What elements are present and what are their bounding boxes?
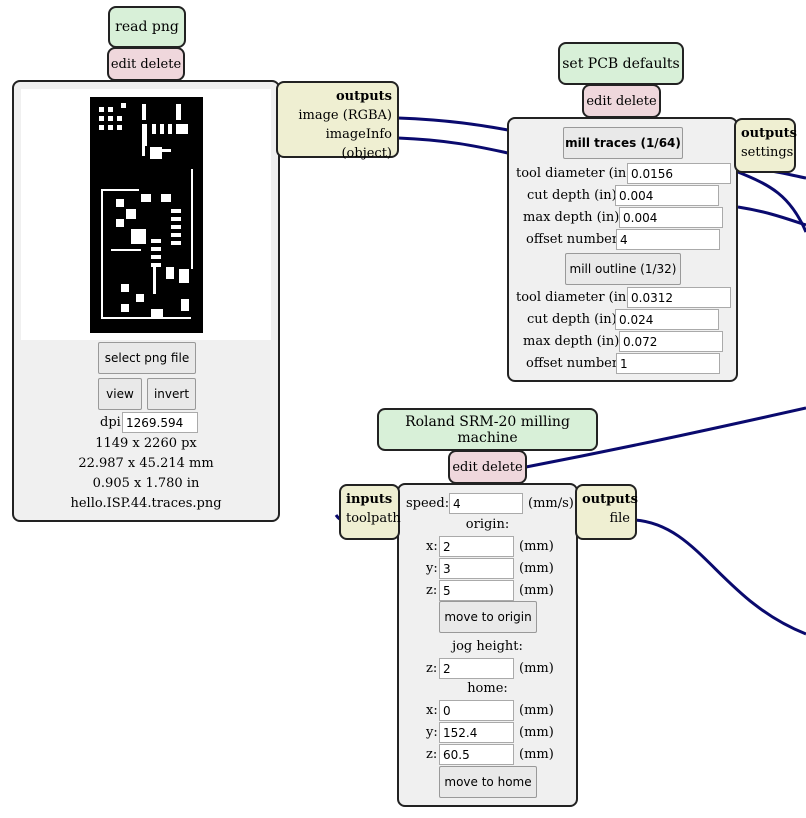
origin-y-label: y:: [426, 561, 438, 576]
pcb-defaults-edit-delete[interactable]: edit delete: [582, 84, 661, 118]
png-preview: [21, 89, 271, 340]
outline-offset-number-label: offset number:: [526, 356, 623, 371]
home-label: home:: [467, 681, 508, 696]
view-button[interactable]: view: [98, 378, 142, 410]
traces-cut-depth-input[interactable]: [615, 185, 719, 206]
edit-delete-link[interactable]: edit delete: [452, 459, 523, 475]
wire-settings-b: [737, 205, 806, 227]
pcb-traces-image: [90, 97, 203, 333]
output-settings[interactable]: settings: [741, 145, 794, 160]
output-imageinfo[interactable]: imageInfo (object): [325, 127, 392, 161]
read-png-edit-delete[interactable]: edit delete: [107, 47, 185, 81]
home-x-input[interactable]: [439, 700, 514, 721]
image-size-in: 0.905 x 1.780 in: [92, 476, 200, 491]
roland-edit-delete[interactable]: edit delete: [448, 450, 527, 484]
origin-z-unit: (mm): [519, 583, 554, 598]
outline-offset-number-input[interactable]: [616, 353, 720, 374]
home-z-unit: (mm): [519, 747, 554, 762]
home-z-label: z:: [426, 747, 438, 762]
home-x-label: x:: [426, 703, 438, 718]
traces-tool-diameter-label: tool diameter (in):: [516, 166, 636, 181]
wire-image-to-pcb: [397, 116, 509, 132]
traces-cut-depth-label: cut depth (in):: [527, 188, 622, 203]
output-file[interactable]: file: [609, 511, 630, 526]
jog-height-label: jog height:: [452, 639, 523, 654]
wire-settings-a: [737, 170, 806, 233]
input-toolpath[interactable]: toolpath: [346, 511, 401, 526]
inputs-heading: inputs: [346, 492, 393, 507]
outline-tool-diameter-label: tool diameter (in):: [516, 290, 636, 305]
dpi-label: dpi:: [100, 415, 126, 430]
jog-z-label: z:: [426, 661, 438, 676]
read-png-title[interactable]: read png: [108, 6, 186, 48]
traces-max-depth-label: max depth (in):: [523, 210, 624, 225]
roland-outputs: outputs file: [575, 484, 638, 540]
origin-z-label: z:: [426, 583, 438, 598]
wire-roland-edit: [525, 406, 806, 469]
edit-delete-link[interactable]: edit delete: [586, 93, 657, 109]
origin-z-input[interactable]: [439, 580, 514, 601]
origin-x-label: x:: [426, 539, 438, 554]
move-to-origin-button[interactable]: move to origin: [439, 601, 537, 633]
move-to-home-button[interactable]: move to home: [439, 766, 537, 798]
traces-max-depth-input[interactable]: [619, 207, 723, 228]
outline-max-depth-label: max depth (in):: [523, 334, 624, 349]
image-filename: hello.ISP.44.traces.png: [70, 496, 222, 511]
output-image[interactable]: image (RGBA): [298, 108, 392, 123]
speed-unit: (mm/s): [528, 496, 574, 511]
traces-tool-diameter-input[interactable]: [627, 163, 731, 184]
read-png-module: select png file view invert dpi: 1149 x …: [12, 80, 280, 522]
invert-button[interactable]: invert: [147, 378, 196, 410]
outline-cut-depth-label: cut depth (in):: [527, 312, 622, 327]
outline-max-depth-input[interactable]: [619, 331, 723, 352]
pcb-defaults-title[interactable]: set PCB defaults: [558, 42, 684, 85]
edit-delete-link[interactable]: edit delete: [110, 56, 182, 72]
roland-title[interactable]: Roland SRM-20 milling machine: [377, 408, 598, 451]
read-png-outputs: outputs image (RGBA) imageInfo (object): [276, 81, 399, 161]
origin-label: origin:: [465, 517, 510, 532]
outputs-heading: outputs: [336, 89, 392, 104]
outline-tool-diameter-input[interactable]: [627, 287, 731, 308]
pcb-defaults-module: mill traces (1/64) tool diameter (in): c…: [507, 117, 738, 382]
home-z-input[interactable]: [439, 744, 514, 765]
select-png-file-button[interactable]: select png file: [98, 342, 196, 374]
speed-label: speed:: [406, 496, 450, 511]
traces-offset-number-label: offset number:: [526, 232, 623, 247]
mill-traces-button[interactable]: mill traces (1/64): [563, 127, 683, 159]
origin-x-input[interactable]: [439, 536, 514, 557]
jog-z-unit: (mm): [519, 661, 554, 676]
origin-y-input[interactable]: [439, 558, 514, 579]
home-y-unit: (mm): [519, 725, 554, 740]
pcb-defaults-outputs: outputs settings: [734, 118, 797, 173]
roland-module: speed: (mm/s) origin: x: (mm) y: (mm) z:…: [397, 483, 578, 807]
image-size-px: 1149 x 2260 px: [95, 436, 197, 451]
home-y-input[interactable]: [439, 722, 514, 743]
wire-imageinfo-to-pcb: [397, 136, 509, 155]
outline-cut-depth-input[interactable]: [615, 309, 719, 330]
origin-y-unit: (mm): [519, 561, 554, 576]
speed-input[interactable]: [449, 493, 523, 514]
home-y-label: y:: [426, 725, 438, 740]
home-x-unit: (mm): [519, 703, 554, 718]
roland-inputs: inputs toolpath: [339, 484, 401, 540]
mill-outline-button[interactable]: mill outline (1/32): [565, 253, 681, 285]
traces-offset-number-input[interactable]: [616, 229, 720, 250]
dpi-input[interactable]: [122, 412, 198, 433]
origin-x-unit: (mm): [519, 539, 554, 554]
wire-file-out: [634, 518, 806, 636]
jog-z-input[interactable]: [439, 658, 514, 679]
outputs-heading: outputs: [582, 492, 638, 507]
image-size-mm: 22.987 x 45.214 mm: [78, 456, 214, 471]
outputs-heading: outputs: [741, 126, 797, 141]
